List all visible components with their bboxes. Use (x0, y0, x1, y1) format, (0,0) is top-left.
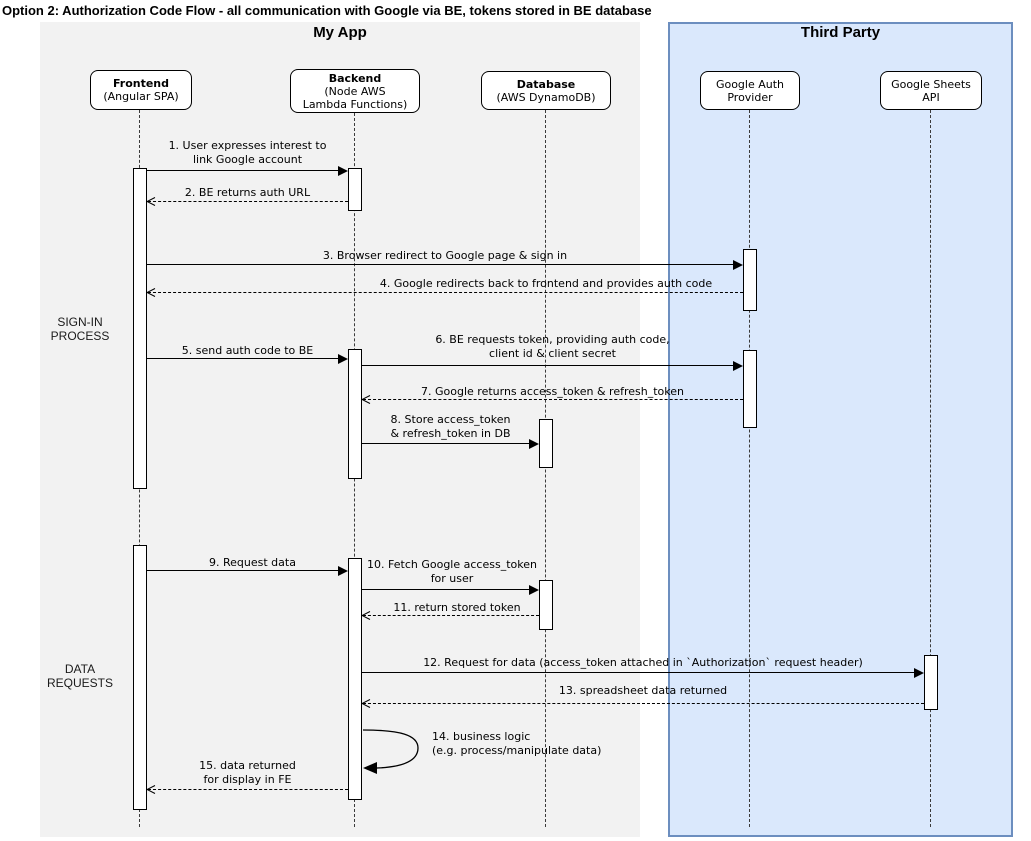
participant-backend-name: Backend (328, 71, 382, 85)
msg5-label: 5. send auth code to BE (181, 344, 314, 357)
msg9-label: 9. Request data (209, 556, 296, 569)
activation-frontend-2 (133, 545, 147, 810)
msg12-line (362, 672, 915, 673)
msg11-label: 11. return stored token (393, 601, 521, 614)
msg2-label: 2. BE returns auth URL (184, 186, 311, 199)
msg8-line (362, 443, 530, 444)
participant-google-auth: Google Auth Provider (700, 71, 800, 110)
msg8-label: 8. Store access_token & refresh_token in… (390, 413, 511, 440)
section-label-data-requests: DATA REQUESTS (46, 662, 113, 690)
section-label-sign-in: SIGN-IN PROCESS (50, 315, 110, 343)
msg7-arrowhead-icon (361, 395, 371, 404)
msg12-arrowhead-icon (914, 668, 924, 678)
participant-google-sheets-name: Google Sheets API (891, 77, 971, 104)
msg11-arrowhead-icon (361, 611, 371, 620)
msg15-line (148, 789, 348, 790)
msg3-line (147, 264, 734, 265)
msg14-label: 14. business logic (e.g. process/manipul… (432, 730, 602, 757)
participant-database: Database (AWS DynamoDB) (481, 71, 611, 110)
msg5-arrowhead-icon (338, 354, 348, 364)
lifeline-google-auth (749, 110, 750, 827)
msg14-self-loop-arrow (362, 729, 419, 774)
msg3-label: 3. Browser redirect to Google page & sig… (322, 249, 568, 262)
activation-backend-2 (348, 349, 362, 479)
msg7-line (363, 399, 743, 400)
msg10-arrowhead-icon (529, 585, 539, 595)
participant-frontend-sub: (Angular SPA) (103, 90, 179, 103)
activation-backend-3 (348, 558, 362, 800)
msg4-line (148, 292, 743, 293)
msg5-line (147, 358, 339, 359)
msg2-arrowhead-icon (146, 197, 156, 206)
msg6-arrowhead-icon (733, 361, 743, 371)
diagram-title: Option 2: Authorization Code Flow - all … (2, 3, 652, 18)
participant-database-sub: (AWS DynamoDB) (496, 90, 596, 104)
msg15-label: 15. data returned for display in FE (199, 759, 296, 786)
activation-database-2 (539, 580, 553, 630)
msg2-line (148, 201, 348, 202)
msg9-line (147, 570, 339, 571)
msg3-arrowhead-icon (733, 260, 743, 270)
msg13-line (363, 703, 924, 704)
msg1-line (147, 170, 339, 171)
activation-google-auth-2 (743, 350, 757, 428)
msg12-label: 12. Request for data (access_token attac… (423, 656, 863, 669)
group-title-my-app: My App (313, 24, 367, 41)
participant-google-auth-name: Google Auth Provider (715, 77, 785, 104)
msg4-label: 4. Google redirects back to frontend and… (379, 277, 713, 290)
lifeline-google-sheets (930, 110, 931, 827)
participant-database-name: Database (516, 77, 576, 91)
participant-frontend: Frontend (Angular SPA) (90, 70, 192, 110)
lifeline-database (545, 110, 546, 827)
msg1-label: 1. User expresses interest to link Googl… (168, 139, 327, 166)
msg8-arrowhead-icon (529, 439, 539, 449)
activation-database-1 (539, 419, 553, 468)
msg9-arrowhead-icon (338, 566, 348, 576)
activation-google-sheets-1 (924, 655, 938, 710)
msg1-arrowhead-icon (338, 166, 348, 176)
group-box-third-party (668, 22, 1013, 837)
activation-backend-1 (348, 168, 362, 211)
msg10-line (362, 589, 530, 590)
participant-frontend-name: Frontend (112, 77, 170, 90)
msg15-arrowhead-icon (146, 785, 156, 794)
participant-backend: Backend (Node AWS Lambda Functions) (290, 69, 420, 113)
msg13-label: 13. spreadsheet data returned (558, 684, 728, 697)
activation-google-auth-1 (743, 249, 757, 311)
msg6-label: 6. BE requests token, providing auth cod… (435, 333, 670, 360)
activation-frontend-1 (133, 168, 147, 489)
msg4-arrowhead-icon (146, 288, 156, 297)
participant-backend-sub: (Node AWS Lambda Functions) (302, 84, 408, 111)
msg11-line (363, 615, 539, 616)
participant-google-sheets: Google Sheets API (880, 71, 982, 110)
msg13-arrowhead-icon (361, 699, 371, 708)
msg6-line (362, 365, 734, 366)
group-title-third-party: Third Party (800, 24, 881, 41)
msg10-label: 10. Fetch Google access_token for user (367, 558, 537, 585)
msg7-label: 7. Google returns access_token & refresh… (421, 385, 684, 398)
